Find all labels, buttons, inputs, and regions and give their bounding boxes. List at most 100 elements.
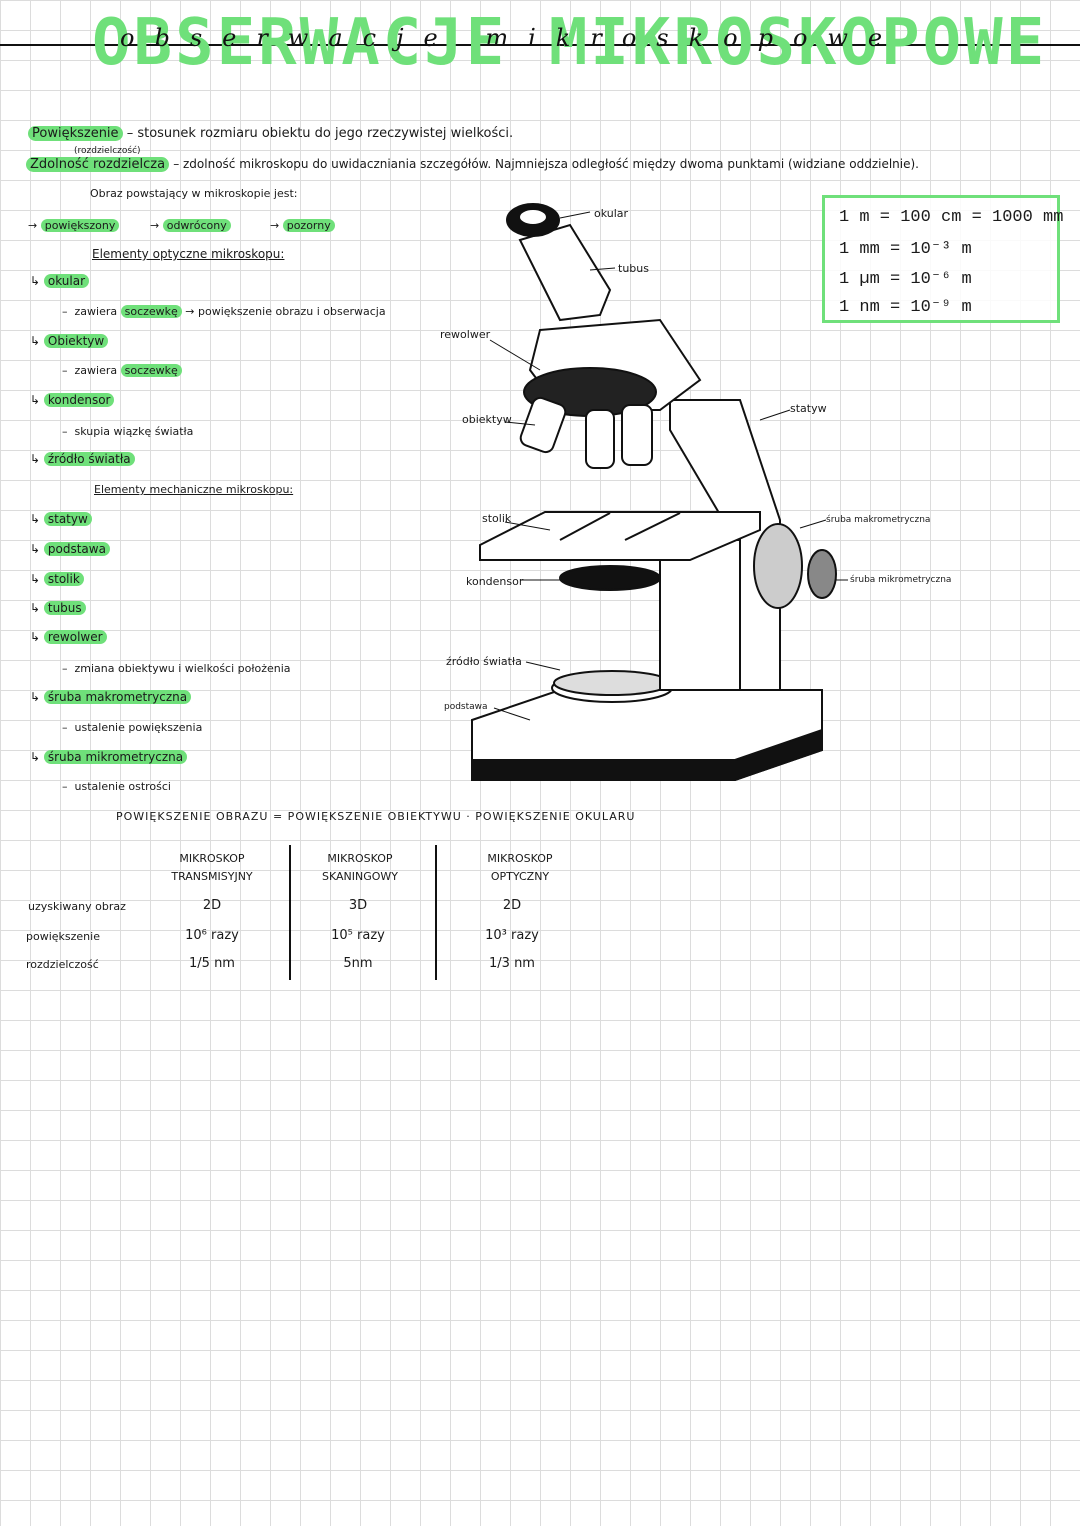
image-heading: Obraz powstający w mikroskopie jest: [90, 187, 298, 200]
mech-item-podstawa: ↳ podstawa [30, 542, 110, 556]
table-cell-res-optical: 1/3 nm [489, 956, 535, 971]
mech-rewolwer-desc: – zmiana obiektywu i wielkości położenia [62, 662, 291, 675]
definition-magnification-text: – stosunek rozmiaru obiektu do jego rzec… [126, 126, 514, 141]
table-cell-image-tem: 2D [202, 898, 222, 913]
unit-line-1: 1 m = 100 cm = 1000 mm [839, 208, 1064, 227]
definition-resolution-text: – zdolność mikroskopu do uwidaczniania s… [173, 157, 919, 171]
optical-kondensor-desc: – skupia wiązkę światła [62, 425, 194, 438]
label-zrodlo: źródło światła [446, 655, 522, 668]
table-cell-res-tem: 1/5 nm [189, 956, 235, 971]
mech-mikro-desc: – ustalenie ostrości [62, 780, 171, 793]
label-stolik: stolik [482, 512, 512, 525]
label-okular: okular [594, 207, 629, 220]
image-item-2-label: odwrócony [162, 219, 231, 232]
image-item-1: → powiększony [28, 219, 120, 232]
mech-item-stolik: ↳ stolik [30, 572, 84, 586]
resolution-note: (rozdzielczość) [74, 146, 141, 156]
term-magnification: Powiększenie [28, 126, 123, 141]
table-header-sem-line1: MIKROSKOP [327, 852, 393, 865]
table-header-optical: MIKROSKOP OPTYCZNY [460, 850, 580, 886]
definition-magnification: Powiększenie – stosunek rozmiaru obiektu… [28, 126, 513, 141]
mech-item-rewolwer-label: rewolwer [43, 630, 107, 644]
label-rewolwer: rewolwer [440, 328, 491, 341]
optical-kondensor: ↳ kondensor [30, 393, 115, 407]
page-subtitle: obserwacje mikroskopowe [120, 24, 903, 52]
unit-line-3: 1 µm = 10⁻⁶ m [839, 270, 972, 289]
optical-obiektyw: ↳ Obiektyw [30, 334, 109, 348]
mech-item-rewolwer: ↳ rewolwer [30, 630, 107, 644]
mech-item-stolik-label: stolik [43, 572, 84, 586]
mech-item-statyw: ↳ statyw [30, 512, 92, 526]
table-cell-res-sem: 5nm [343, 956, 373, 971]
image-item-3-label: pozorny [282, 219, 335, 232]
table-header-tem-line2: TRANSMISYJNY [171, 870, 253, 883]
table-cell-mag-sem: 10⁵ razy [331, 928, 385, 943]
label-mikro: śruba mikrometryczna [850, 575, 952, 585]
optical-zrodlo: ↳ źródło światła [30, 452, 135, 466]
makro-desc-text: ustalenie powiększenia [74, 721, 203, 734]
table-separator-2 [435, 845, 437, 980]
mech-item-statyw-label: statyw [43, 512, 92, 526]
table-header-optical-line1: MIKROSKOP [487, 852, 553, 865]
mech-item-mikro-label: śruba mikrometryczna [43, 750, 188, 764]
label-statyw: statyw [790, 402, 827, 415]
table-cell-mag-tem: 10⁶ razy [185, 928, 239, 943]
mech-item-podstawa-label: podstawa [43, 542, 110, 556]
mech-item-mikro: ↳ śruba mikrometryczna [30, 750, 188, 764]
stage-shape [479, 511, 761, 561]
magnification-formula: POWIĘKSZENIE OBRAZU = POWIĘKSZENIE OBIEK… [116, 810, 636, 823]
optical-kondensor-label: kondensor [43, 393, 115, 407]
definition-resolution: Zdolność rozdzielcza – zdolność mikrosko… [26, 157, 919, 172]
mech-item-makro: ↳ śruba makrometryczna [30, 690, 192, 704]
table-cell-image-sem: 3D [348, 898, 368, 913]
optical-okular-desc: – zawiera soczewkę → powiększenie obrazu… [62, 305, 386, 318]
table-row-label-resolution: rozdzielczość [26, 958, 99, 971]
okular-desc-rest: → powiększenie obrazu i obserwacja [185, 305, 386, 318]
table-row-label-magnification: powiększenie [26, 930, 100, 943]
mech-item-makro-label: śruba makrometryczna [43, 690, 192, 704]
label-obiektyw: obiektyw [462, 413, 512, 426]
mechanical-heading: Elementy mechaniczne mikroskopu: [94, 483, 294, 496]
term-resolution: Zdolność rozdzielcza [26, 157, 170, 172]
mech-makro-desc: – ustalenie powiększenia [62, 721, 203, 734]
okular-desc-text: zawiera [74, 305, 118, 318]
optical-obiektyw-desc: – zawiera soczewkę [62, 364, 182, 377]
table-header-optical-line2: OPTYCZNY [490, 870, 550, 883]
title-underline [0, 44, 1080, 46]
label-kondensor: kondensor [466, 575, 524, 588]
optical-zrodlo-label: źródło światła [43, 452, 135, 466]
obiektyw-desc-hl: soczewkę [120, 364, 182, 377]
table-header-tem-line1: MIKROSKOP [179, 852, 245, 865]
label-podstawa: podstawa [444, 702, 488, 712]
unit-line-2: 1 mm = 10⁻³ m [839, 240, 972, 259]
table-separator-1 [289, 845, 291, 980]
mech-item-tubus: ↳ tubus [30, 601, 86, 615]
obiektyw-desc-text: zawiera [74, 364, 118, 377]
rewolwer-desc-text: zmiana obiektywu i wielkości położenia [74, 662, 291, 675]
unit-line-4: 1 nm = 10⁻⁹ m [839, 298, 972, 317]
image-item-1-label: powiększony [40, 219, 120, 232]
optical-okular-label: okular [43, 274, 90, 288]
kondensor-desc-text: skupia wiązkę światła [74, 425, 194, 438]
page-title: OBSERWACJE MIKROSKOPOWE [92, 6, 1048, 80]
label-makro: śruba makrometryczna [826, 515, 931, 525]
table-header-tem: MIKROSKOP TRANSMISYJNY [152, 850, 272, 886]
table-header-sem: MIKROSKOP SKANINGOWY [300, 850, 420, 886]
table-row-label-image: uzyskiwany obraz [28, 900, 126, 913]
image-item-3: → pozorny [270, 219, 335, 232]
label-tubus: tubus [618, 262, 649, 275]
tube-shape [518, 223, 612, 322]
image-item-2: → odwrócony [150, 219, 231, 232]
table-cell-mag-optical: 10³ razy [485, 928, 539, 943]
units-box: 1 m = 100 cm = 1000 mm 1 mm = 10⁻³ m 1 µ… [822, 195, 1064, 323]
table-cell-image-optical: 2D [502, 898, 522, 913]
okular-desc-hl: soczewkę [120, 305, 182, 318]
mikro-desc-text: ustalenie ostrości [74, 780, 172, 793]
table-header-sem-line2: SKANINGOWY [321, 870, 398, 883]
optical-obiektyw-label: Obiektyw [43, 334, 109, 348]
arm-shape [669, 399, 781, 691]
optical-okular: ↳ okular [30, 274, 90, 288]
optical-heading: Elementy optyczne mikroskopu: [92, 247, 285, 261]
mech-item-tubus-label: tubus [43, 601, 86, 615]
